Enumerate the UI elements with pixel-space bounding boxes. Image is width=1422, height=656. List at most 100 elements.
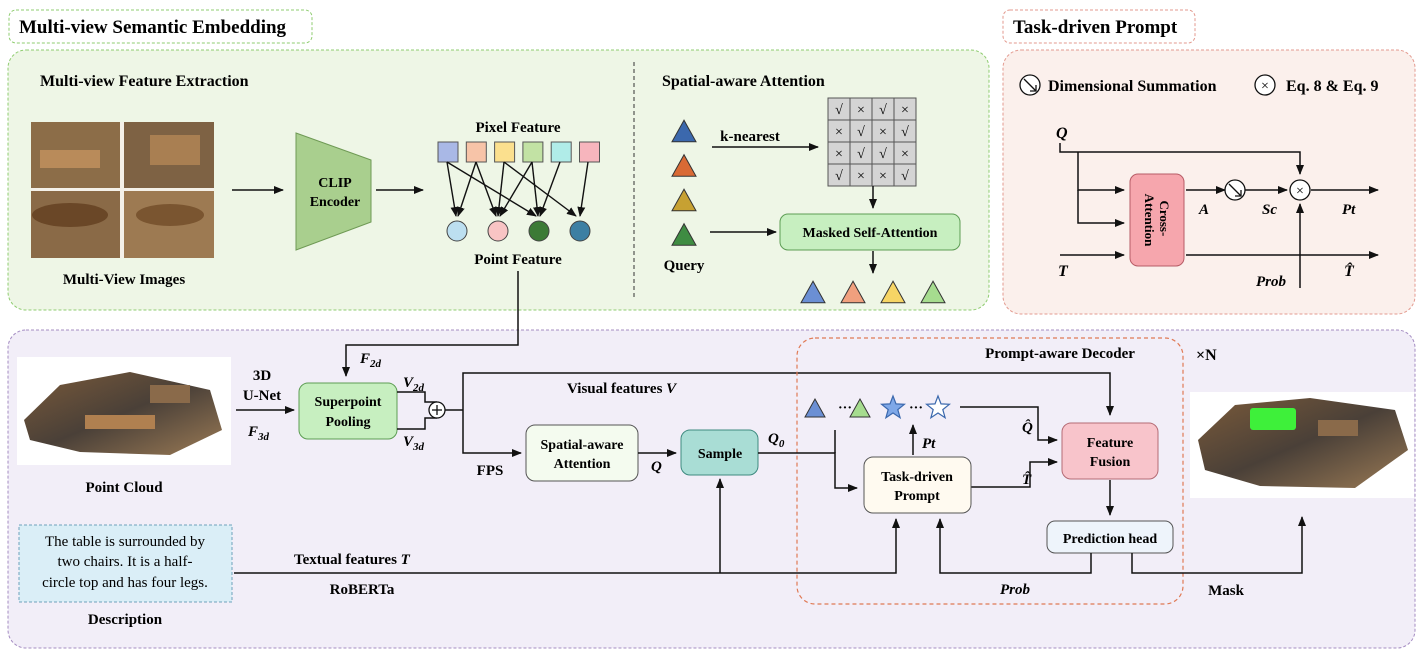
- spatial-attention-title: Spatial-aware Attention: [662, 73, 825, 90]
- dimensional-summation-icon: [1019, 74, 1041, 96]
- prompt-aware-decoder-panel: [796, 337, 1184, 605]
- semantic-embedding-title-box: [8, 9, 313, 44]
- superpoint-label-line1: Superpoint: [315, 395, 382, 410]
- prompt-star: [924, 394, 952, 420]
- pixel-feature-label: Pixel Feature: [475, 120, 560, 136]
- that-label: T̂: [1022, 470, 1032, 488]
- point-feature-circle: [528, 220, 550, 242]
- tp-q-label: Q: [1056, 125, 1068, 142]
- matrix-cell-value: ×: [901, 147, 909, 162]
- feature-fusion-line1: Feature: [1087, 436, 1133, 451]
- attention-mask-matrix: √×√××√×√×√√×√××√: [827, 97, 917, 187]
- task-driven-prompt-line2: Prompt: [894, 489, 940, 504]
- superpoint-pooling-box: [298, 382, 398, 440]
- textual-features-label: Textual features T: [294, 552, 411, 568]
- unet-label-line2: U-Net: [243, 388, 281, 404]
- repeat-n-label: ×N: [1196, 347, 1217, 364]
- tp-t-label: T: [1058, 263, 1069, 280]
- point-feature-circle: [446, 220, 468, 242]
- feature-fusion-line2: Fusion: [1090, 455, 1131, 470]
- description-line-1: The table is surrounded by: [45, 534, 205, 550]
- mask-label: Mask: [1208, 583, 1244, 599]
- pixel-feature-square: [522, 141, 544, 163]
- decoder-dots-1: ···: [838, 401, 852, 416]
- visual-features-label: Visual features V: [567, 381, 678, 397]
- unet-label-line1: 3D: [253, 368, 272, 384]
- decoder-dots-2: ···: [909, 401, 923, 416]
- matrix-cell-value: ×: [879, 125, 887, 140]
- query-triangle: [671, 188, 697, 212]
- prob-label: Prob: [1000, 582, 1031, 598]
- matrix-cell-value: ×: [857, 169, 865, 184]
- tp-prob-label: Prob: [1256, 274, 1287, 290]
- svg-text:×: ×: [1296, 184, 1304, 199]
- query-triangle: [671, 119, 697, 143]
- tp-multiply-icon: ×: [1289, 179, 1311, 201]
- matrix-cell-value: √: [901, 169, 909, 184]
- query-triangle: [671, 222, 697, 246]
- feature-extraction-title: Multi-view Feature Extraction: [40, 73, 249, 90]
- matrix-cell: [893, 163, 917, 187]
- prediction-head-label: Prediction head: [1063, 532, 1157, 547]
- pixel-feature-squares: [437, 141, 600, 163]
- output-triangle: [800, 280, 826, 304]
- matrix-cell-value: √: [879, 147, 887, 162]
- point-feature-label: Point Feature: [474, 252, 562, 268]
- pixel-feature-square: [437, 141, 459, 163]
- masked-self-attention-box: [779, 213, 961, 251]
- roberta-label: RoBERTa: [330, 582, 395, 598]
- multiply-icon: ×: [1254, 74, 1276, 96]
- spatial-aware-attention-box: [525, 424, 639, 482]
- point-feature-circle: [569, 220, 591, 242]
- matrix-cell-value: √: [901, 125, 909, 140]
- matrix-cell-value: √: [857, 125, 865, 140]
- pt-label: Pt: [922, 436, 936, 452]
- matrix-cell-value: ×: [901, 103, 909, 118]
- cross-attention-label: Cross- Attention: [1142, 194, 1172, 247]
- tp-dimsum-icon: [1224, 179, 1246, 201]
- matrix-cell-value: ×: [835, 125, 843, 140]
- sample-label: Sample: [698, 447, 742, 462]
- segmented-output-image: [1190, 392, 1414, 498]
- tp-wires: [1059, 143, 1379, 288]
- svg-text:×: ×: [1261, 79, 1269, 94]
- clip-encoder-label-line1: CLIP: [318, 176, 352, 191]
- dimensional-summation-label: Dimensional Summation: [1048, 78, 1217, 95]
- tp-that-label: T̂: [1344, 261, 1355, 280]
- matrix-cell-value: ×: [857, 103, 865, 118]
- task-prompt-title: Task-driven Prompt: [1013, 17, 1178, 38]
- superpoint-label-line2: Pooling: [325, 415, 370, 430]
- decoder-query-triangle: [804, 397, 826, 418]
- description-box: [18, 524, 233, 603]
- masked-self-attention-label: Masked Self-Attention: [803, 226, 938, 241]
- visual-feature-wires: [445, 372, 1114, 457]
- point-feature-to-superpoint-arrow: [342, 271, 519, 377]
- point-feature-circle: [487, 220, 509, 242]
- output-wires: [234, 478, 1306, 574]
- sum-icon: [428, 401, 446, 419]
- tp-pt-label: Pt: [1342, 202, 1356, 218]
- feature-fusion-box: [1061, 422, 1159, 480]
- description-label: Description: [88, 612, 163, 628]
- task-driven-prompt-line1: Task-driven: [881, 470, 953, 485]
- task-driven-prompt-box: [863, 456, 972, 514]
- point-cloud-image: [17, 357, 231, 465]
- decoder-query-marks: [804, 394, 952, 420]
- fps-label: FPS: [477, 463, 504, 479]
- clip-encoder-label-line2: Encoder: [310, 195, 361, 210]
- spatial-aware-attention-line1: Spatial-aware: [541, 438, 624, 453]
- multi-view-images-label: Multi-View Images: [63, 272, 185, 288]
- pixel-feature-square: [494, 141, 516, 163]
- pixel-feature-square: [550, 141, 572, 163]
- point-feature-circles: [446, 220, 591, 242]
- semantic-embedding-panel: [7, 49, 990, 311]
- query-triangle: [671, 153, 697, 177]
- matrix-cell-value: √: [835, 169, 843, 184]
- query-label: Query: [664, 258, 705, 274]
- decoder-query-triangle: [849, 397, 871, 418]
- output-triangles: [800, 280, 946, 304]
- pixel-feature-square: [579, 141, 600, 163]
- prediction-head-box: [1046, 520, 1174, 554]
- tp-sc-label: Sc: [1262, 202, 1277, 218]
